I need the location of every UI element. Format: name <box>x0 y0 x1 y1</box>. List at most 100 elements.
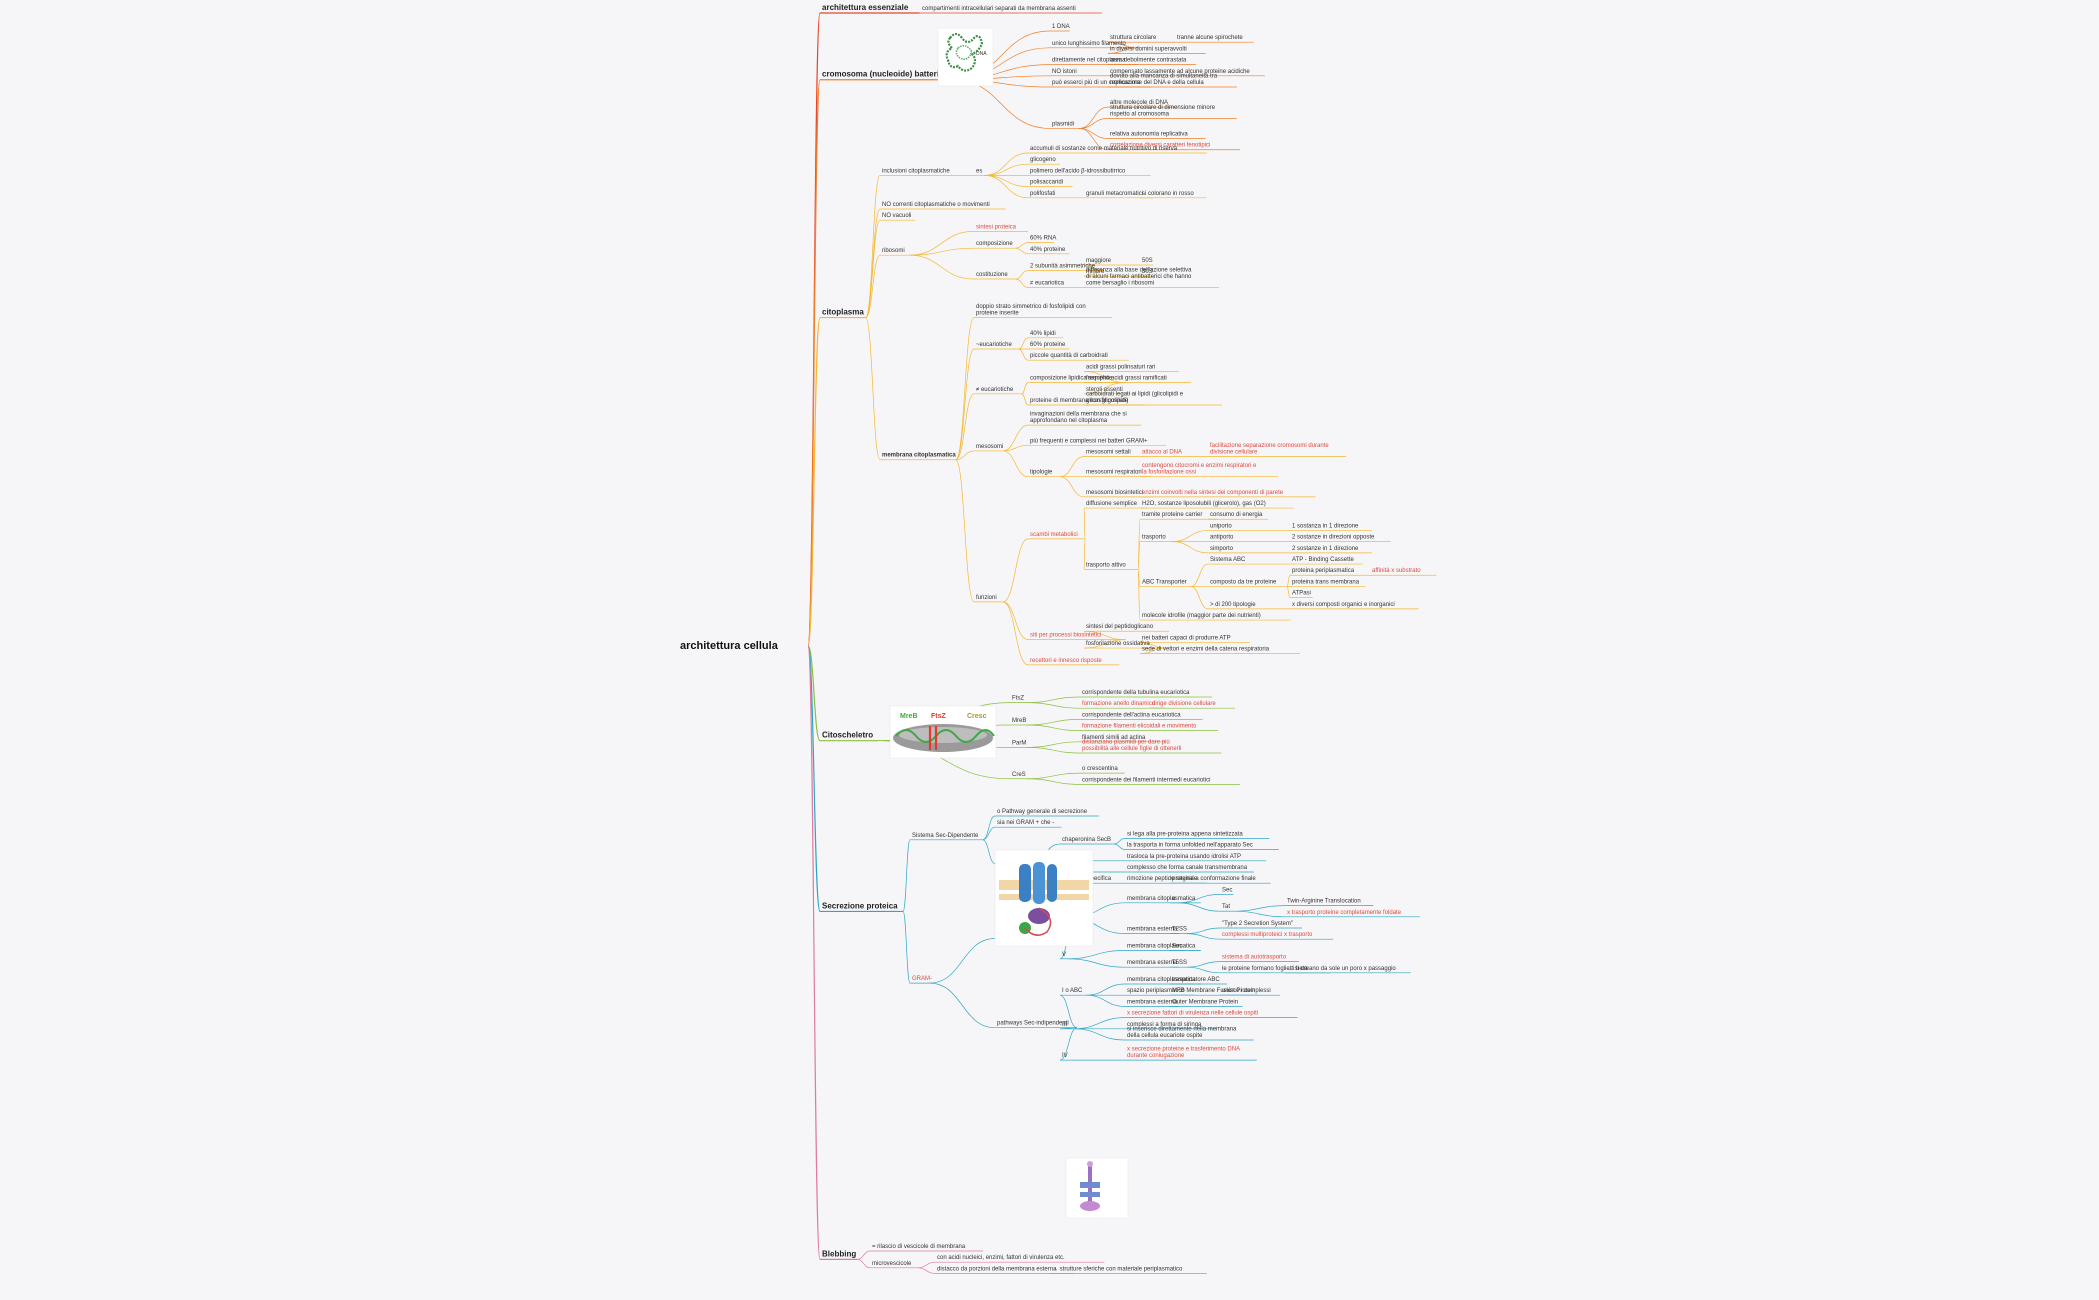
root-topic[interactable]: architettura cellula <box>680 640 779 652</box>
node-2-4-2-1-0[interactable]: carboidrati legati ai lipidi (glicolipid… <box>1086 392 1184 405</box>
node-3-1[interactable]: MreB <box>1012 718 1026 724</box>
node-1-5-0[interactable]: altre molecole di DNA <box>1110 100 1168 106</box>
node-4-0-0[interactable]: o Pathway generale di secrezione <box>997 809 1088 815</box>
node-4-0-1[interactable]: sia nei GRAM + che - <box>997 820 1054 826</box>
node-2-0-0-2[interactable]: polimero dell'acido β-idrossibutirrico <box>1030 168 1126 174</box>
node-4-1-0-0-0-0-1-0[interactable]: Twin-Arginine Translocation <box>1287 899 1361 905</box>
node-4-1-0-1-1-0-0[interactable]: sistema di autotrasporto <box>1222 955 1287 961</box>
node-4-1-1-0-2-0[interactable]: Outer Membrane Protein <box>1172 999 1238 1005</box>
node-2-4-4-0-1-1-0[interactable]: uniporto <box>1210 523 1232 529</box>
node-4-1-0-1-1-0-1-0[interactable]: → si creano da sole un poro x passaggio <box>1287 966 1396 972</box>
node-2-4-4-1-1-1[interactable]: sede di vettori e enzimi della catena re… <box>1142 647 1270 653</box>
node-4-1-1-1[interactable]: III <box>1062 1022 1067 1028</box>
node-2-4-3-2-0-0[interactable]: attacco al DNA <box>1142 450 1182 456</box>
node-2-4-1-2[interactable]: piccole quantità di carboidrati <box>1030 353 1108 359</box>
node-1-1-0[interactable]: struttura circolare <box>1110 35 1157 41</box>
node-4-1-0-1-1[interactable]: membrana esterna <box>1127 960 1178 966</box>
node-2-3-1[interactable]: composizione <box>976 241 1013 247</box>
node-4-1-1-1-0[interactable]: x secrezione fattori di virulenza nelle … <box>1127 1011 1258 1017</box>
node-4-1-0-1-1-0[interactable]: T5SS <box>1172 960 1187 966</box>
node-4-0-2-0-0[interactable]: si lega alla pre-proteina appena sinteti… <box>1127 831 1243 837</box>
node-0[interactable]: architettura essenziale <box>822 3 909 12</box>
node-5-1[interactable]: microvescicole <box>872 1261 912 1267</box>
node-2-4-1-1[interactable]: 60% proteine <box>1030 342 1066 348</box>
node-3[interactable]: Citoscheletro <box>822 731 873 740</box>
node-2-4-2-0-2[interactable]: steroli assenti <box>1086 387 1123 393</box>
node-1-4-0[interactable]: dovuto alla mancanza di simultaneità tra… <box>1110 74 1218 87</box>
node-1-1-1[interactable]: in diversi domini superavvolti <box>1110 46 1187 52</box>
node-4-0-2-2-0[interactable]: complesso che forma canale transmembrana <box>1127 865 1248 871</box>
node-4-0-2-3-0-0[interactable]: proteina a conformazione finale <box>1172 876 1256 882</box>
node-5[interactable]: Blebbing <box>822 1249 856 1258</box>
node-4-1-1-2-0[interactable]: x secrezione proteine e trasferimento DN… <box>1127 1047 1240 1060</box>
node-2-4-3-2-2[interactable]: mesosomi biosintetici <box>1086 490 1143 496</box>
node-2-4-2-0[interactable]: composizione lipidica semplice <box>1030 376 1113 382</box>
node-1-5-2[interactable]: relativa autonomia replicativa <box>1110 132 1188 138</box>
node-4-1-1-1-1[interactable]: complessi a forma di siringa <box>1127 1022 1202 1028</box>
node-2-4-4-0-1-2-2-0[interactable]: x diversi composti organici e inorganici <box>1292 602 1395 608</box>
node-1-5[interactable]: plasmidi <box>1052 121 1074 127</box>
node-4-0-2-0-1[interactable]: la trasporta in forma unfolded nell'appa… <box>1127 843 1253 849</box>
node-2-4-4-0-1-2-1-0-0[interactable]: affinità x substrato <box>1372 568 1421 574</box>
node-2-0-0-1[interactable]: glicogeno <box>1030 157 1056 163</box>
node-4-1-1-0-1-0-0[interactable]: unisce i complessi <box>1222 988 1271 994</box>
node-2-3-2-1-0[interactable]: differenza alla base dell'azione seletti… <box>1086 267 1192 286</box>
node-2-4-4-0-1-0[interactable]: tramite proteine carrier <box>1142 512 1202 518</box>
node-2-0-0[interactable]: es <box>976 168 982 174</box>
node-2-4-4-0-1-2-0[interactable]: Sistema ABC <box>1210 557 1246 563</box>
node-2-4-3-2[interactable]: tipologie <box>1030 470 1053 476</box>
node-2-4-4-0-1-1-0-0[interactable]: 1 sostanza in 1 direzione <box>1292 523 1359 529</box>
node-4-0[interactable]: Sistema Sec-Dipendente <box>912 833 979 839</box>
node-2-4-2-0-0[interactable]: acidi grassi polinsaturi rari <box>1086 364 1155 370</box>
node-2-4-3-2-1-0[interactable]: contengono citocromi e enzimi respirator… <box>1142 463 1257 476</box>
node-2-4[interactable]: membrana citoplasmatica <box>882 453 956 459</box>
node-1-1-0-0[interactable]: tranne alcune spirochete <box>1177 35 1243 41</box>
node-2-0-0-4-0[interactable]: granuli metacromatici <box>1086 191 1143 197</box>
node-2-4-4-0-1-3[interactable]: molecole idrofile (maggior parte dei nut… <box>1142 613 1261 619</box>
node-2-4-2-0-1[interactable]: frequenti acidi grassi ramificati <box>1086 376 1167 382</box>
node-3-2[interactable]: ParM <box>1012 740 1026 746</box>
node-2-4-4-0-1-1-2[interactable]: simporto <box>1210 546 1234 552</box>
node-4-0-2-1-0[interactable]: trasloca la pre-proteina usando idrolisi… <box>1127 854 1241 860</box>
node-2-4-3-1[interactable]: più frequenti e complessi nei batteri GR… <box>1030 438 1148 444</box>
node-4-1-0-1-1-0-1[interactable]: le proteine formano foglietti beta <box>1222 966 1308 972</box>
node-4-1-0-1-0[interactable]: membrana citoplasmatica <box>1127 943 1196 949</box>
node-4-0-2-0[interactable]: chaperonina SecB <box>1062 837 1111 843</box>
node-4-1-1-2[interactable]: IV <box>1062 1053 1068 1059</box>
node-2-2[interactable]: NO vacuoli <box>882 213 911 219</box>
node-4-1-0-0-0-0-0[interactable]: Sec <box>1222 887 1232 893</box>
node-2-0[interactable]: inclusioni citoplasmatiche <box>882 168 950 174</box>
node-4-1-0-0-0-0-1[interactable]: Tat <box>1222 904 1230 910</box>
node-2-4-3-2-1[interactable]: mesosomi respiratori <box>1086 470 1142 476</box>
node-2-4-1-0[interactable]: 40% lipidi <box>1030 331 1056 337</box>
node-2-4-4-0-1-2-0-0[interactable]: ATP - Binding Cassette <box>1292 557 1354 563</box>
node-2-3-1-1[interactable]: 40% proteine <box>1030 247 1066 253</box>
node-2-4-4-2[interactable]: recettori e innesco risposte <box>1030 658 1102 664</box>
node-2-4-4-0-1-2[interactable]: ABC Transporter <box>1142 579 1187 585</box>
node-3-3-1[interactable]: corrispondente dei filamenti intermedi e… <box>1082 777 1210 783</box>
node-4[interactable]: Secrezione proteica <box>822 901 898 910</box>
node-4-1-0-0-1[interactable]: membrana esterna <box>1127 927 1178 933</box>
node-4-1[interactable]: GRAM- <box>912 976 932 982</box>
node-2-4-3[interactable]: mesosomi <box>976 444 1003 450</box>
node-5-0[interactable]: = rilascio di vescicole di membrana <box>872 1244 966 1250</box>
node-5-1-1[interactable]: distacco da porzioni della membrana este… <box>937 1266 1057 1272</box>
node-2-3-2-0-0-0[interactable]: 50S <box>1142 258 1153 264</box>
node-4-1-0-0-1-0-1[interactable]: complessi multiproteici x trasporto <box>1222 932 1313 938</box>
node-4-1-0-0-0-0[interactable]: o <box>1172 896 1176 902</box>
node-4-1-0-0-1-0[interactable]: T2SS <box>1172 927 1187 933</box>
node-4-1-1-0-1-0[interactable]: MFB Membrane Fusion Protein <box>1172 988 1255 994</box>
node-4-1-1-0-1[interactable]: spazio periplasmatico <box>1127 988 1185 994</box>
node-2-4-4-0-1-1-2-0[interactable]: 2 sostanze in 1 direzione <box>1292 546 1359 552</box>
node-2-3[interactable]: ribosomi <box>882 248 905 254</box>
node-2-4-3-2-0[interactable]: mesosomi settali <box>1086 450 1131 456</box>
node-2-3-2[interactable]: costituzione <box>976 272 1008 278</box>
node-2-4-4-0-0-0[interactable]: H2O, sostanze liposolubili (glicerolo), … <box>1142 501 1266 507</box>
node-2-4-4-1-1-0[interactable]: nei batteri capaci di produrre ATP <box>1142 635 1231 641</box>
node-2-3-0[interactable]: sintesi proteica <box>976 224 1017 230</box>
node-2-4-3-2-2-0[interactable]: enzimi coinvolti nella sintesi dei compo… <box>1142 490 1284 496</box>
node-2-4-4-0-1-1-1[interactable]: antiporto <box>1210 535 1234 541</box>
node-2-4-4[interactable]: funzioni <box>976 595 997 601</box>
